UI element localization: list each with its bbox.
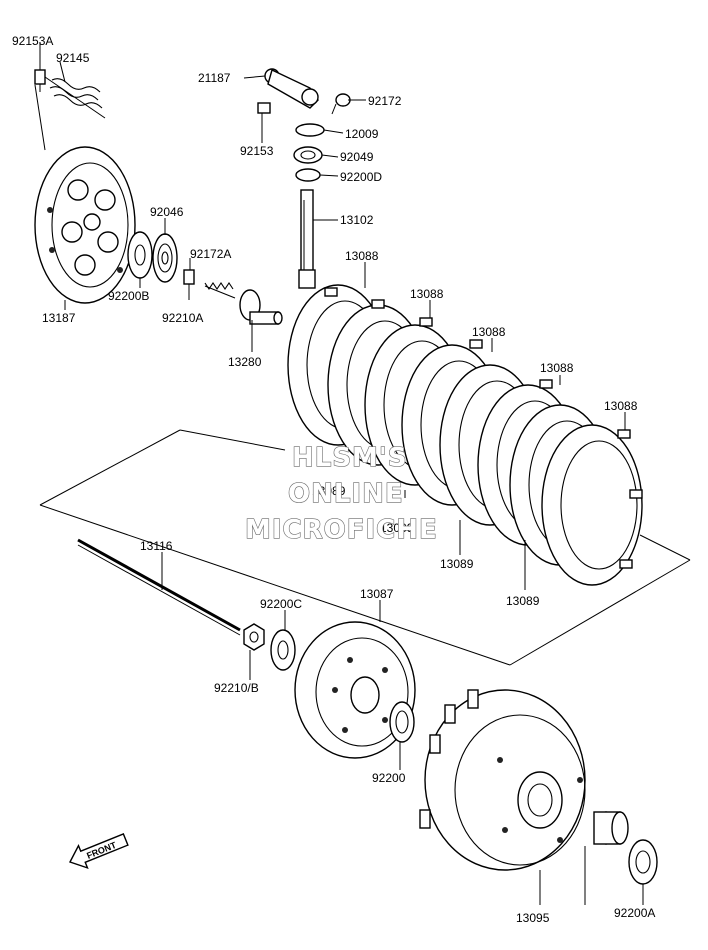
label-13088-1: 13088 — [345, 249, 379, 263]
label-13280: 13280 — [228, 355, 262, 369]
steel-plate-13089-4 — [541, 424, 643, 586]
washer-12009 — [295, 123, 325, 137]
washer-92200a — [628, 839, 658, 885]
label-92172A: 92172A — [190, 247, 231, 261]
leader-lines — [39, 42, 644, 905]
label-13088-2: 13088 — [410, 287, 444, 301]
label-92145: 92145 — [56, 51, 90, 65]
label-92200A: 92200A — [614, 906, 655, 920]
label-92172: 92172 — [368, 94, 402, 108]
shaft-13102 — [298, 189, 316, 289]
label-92200C: 92200C — [260, 597, 302, 611]
label-13088-5: 13088 — [604, 399, 638, 413]
bolt-92172a — [204, 282, 236, 299]
label-13088-3: 13088 — [472, 325, 506, 339]
release-lever-21187 — [264, 68, 319, 109]
nut-92210a — [183, 269, 195, 285]
label-92210A: 92210A — [162, 311, 203, 325]
washer-92200 — [389, 701, 415, 743]
washer-92200c — [270, 629, 296, 671]
bolt-92153 — [257, 102, 271, 138]
label-92153A: 92153A — [12, 34, 53, 48]
label-92200B: 92200B — [108, 289, 149, 303]
pushrod-13280 — [239, 289, 283, 325]
label-13102: 13102 — [340, 213, 374, 227]
clutch-housing-13095 — [419, 689, 586, 871]
label-92153: 92153 — [240, 144, 274, 158]
label-13088-4: 13088 — [540, 361, 574, 375]
clutch-hub-13087 — [294, 621, 416, 759]
label-13116: 13116 — [140, 539, 173, 553]
screw-92172 — [331, 93, 351, 115]
front-arrow: FRONT — [69, 833, 129, 870]
label-92200D: 92200D — [340, 170, 382, 184]
label-92200: 92200 — [372, 771, 406, 785]
label-13095: 13095 — [516, 911, 550, 925]
label-21187: 21187 — [198, 71, 231, 85]
label-13089-3: 13089 — [440, 557, 474, 571]
plate-tabs — [324, 287, 643, 569]
washer-92200b — [127, 231, 153, 279]
label-13089-4: 13089 — [506, 594, 540, 608]
seal-92049 — [293, 146, 323, 164]
label-92046: 92046 — [150, 205, 184, 219]
label-92210B: 92210/B — [214, 681, 259, 695]
nut-92210b — [243, 623, 265, 651]
label-12009: 12009 — [345, 127, 379, 141]
label-13089-1: 13089 — [312, 484, 346, 498]
label-92049: 92049 — [340, 150, 374, 164]
push-rod-13116 — [77, 538, 241, 636]
watermark-line-2: ONLINE — [288, 479, 404, 509]
bearing-92046 — [152, 233, 178, 283]
plate-group-outline — [39, 429, 691, 666]
sleeve-part — [593, 811, 629, 845]
label-13187: 13187 — [42, 311, 76, 325]
pressure-plate — [34, 146, 136, 304]
label-13087: 13087 — [360, 587, 394, 601]
spring-bolt-part — [34, 69, 106, 151]
label-13089-2: 13089 — [380, 521, 414, 535]
washer-92200d — [295, 168, 321, 182]
watermark-line-1: HLSM'S — [292, 443, 408, 473]
watermark-line-3: MICROFICHE — [245, 515, 438, 545]
